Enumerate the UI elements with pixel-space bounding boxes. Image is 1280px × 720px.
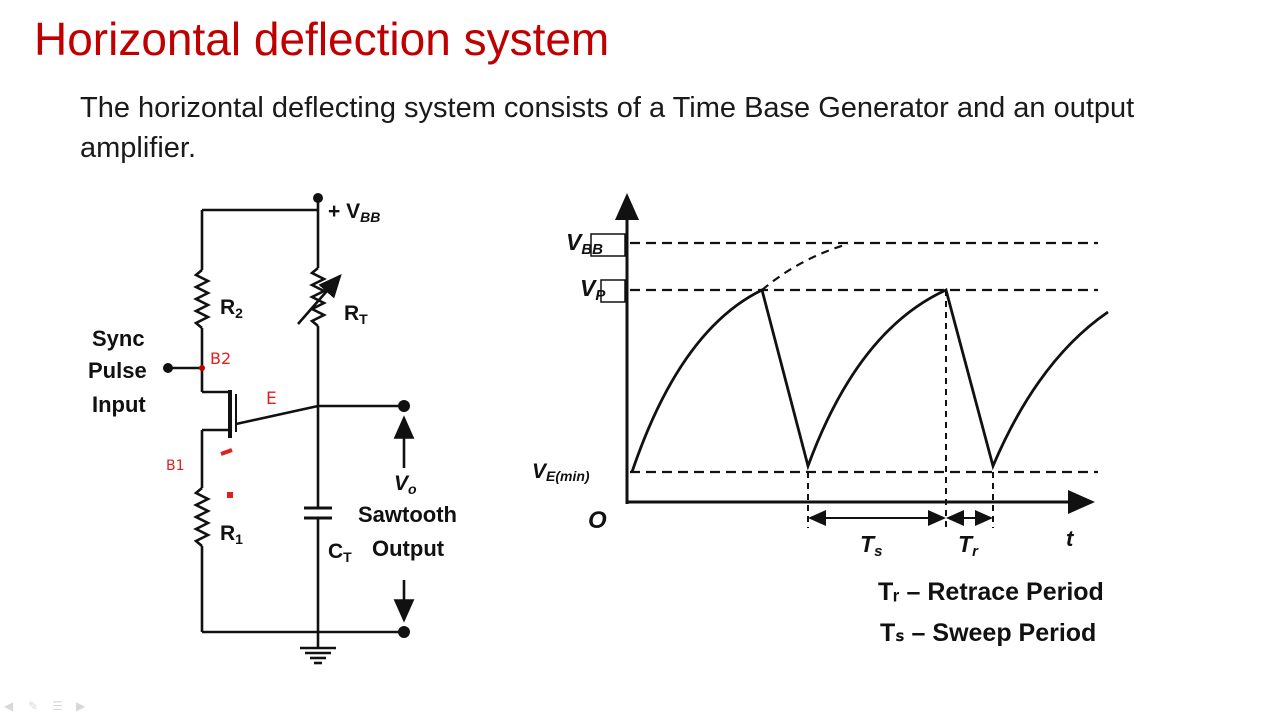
rt-label: RT xyxy=(344,302,368,327)
r1-label: R1 xyxy=(220,522,243,547)
b2-node-dot xyxy=(199,365,205,371)
sync-label-line1: Sync xyxy=(92,326,145,351)
sync-terminal xyxy=(163,363,173,373)
charging-extrapolation xyxy=(761,242,849,291)
sync-label-line3: Input xyxy=(92,392,146,417)
pen-icon[interactable]: ✎ xyxy=(28,699,39,713)
prev-slide-icon[interactable]: ◀ xyxy=(4,699,14,713)
slide-nav-toolbar: ◀ ✎ ☰ ▶ xyxy=(0,694,144,718)
origin-label: O xyxy=(588,507,607,534)
handwritten-e: E xyxy=(266,389,277,409)
slide-title: Horizontal deflection system xyxy=(34,13,610,65)
tr-label: Tr xyxy=(958,531,979,560)
vp-label-box xyxy=(600,279,626,303)
menu-icon[interactable]: ☰ xyxy=(52,699,63,713)
sawtooth-waveform xyxy=(630,287,1109,473)
waveform-graph xyxy=(615,193,1109,528)
supply-label: + VBB xyxy=(328,200,380,225)
slide-body-text: The horizontal deflecting system consist… xyxy=(80,92,1135,164)
handwritten-mark-1 xyxy=(220,448,233,456)
output-terminal-top xyxy=(398,400,410,412)
emitter-lead xyxy=(235,404,319,426)
legend-retrace: Tᵣ – Retrace Period xyxy=(878,578,1104,606)
r2-label: R2 xyxy=(220,296,243,321)
ts-label: Ts xyxy=(860,531,882,560)
handwritten-mark-2 xyxy=(227,492,233,498)
legend-sweep: Tₛ – Sweep Period xyxy=(880,619,1096,647)
output-terminal-bottom xyxy=(398,626,410,638)
supply-terminal xyxy=(313,193,323,203)
r2-resistor xyxy=(193,269,211,329)
vemin-label: VE(min) xyxy=(532,460,590,484)
vbb-label: VBB xyxy=(566,229,603,258)
rt-variable-arrow xyxy=(297,274,342,325)
vo-label: Vo xyxy=(394,472,417,497)
circuit-schematic xyxy=(168,198,415,665)
handwritten-b1: B1 xyxy=(166,458,185,474)
handwritten-b2: B2 xyxy=(210,349,231,368)
output-label-line1: Sawtooth xyxy=(358,502,457,527)
time-axis-label: t xyxy=(1066,526,1075,551)
ct-label: CT xyxy=(328,540,352,565)
output-label-line2: Output xyxy=(372,536,445,561)
vbb-label-box xyxy=(590,233,626,257)
sync-label-line2: Pulse xyxy=(88,358,147,383)
r1-resistor xyxy=(193,487,211,547)
next-slide-icon[interactable]: ▶ xyxy=(76,699,86,713)
